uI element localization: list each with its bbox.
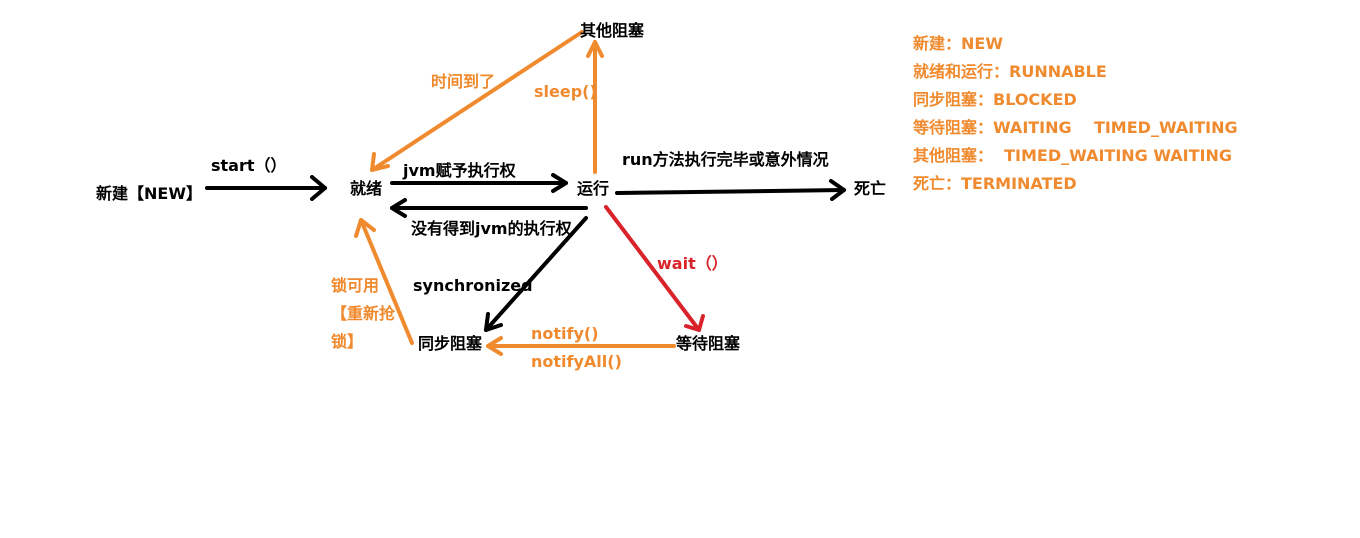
arrow-running-to-dead (615, 179, 846, 201)
arrow-ready-to-running (390, 173, 568, 193)
legend-item-waiting: 等待阻塞：WAITING TIMED_WAITING (913, 118, 1238, 137)
edge-label-start: start（） (211, 156, 287, 175)
arrow-other-blocked-to-ready (370, 30, 584, 172)
arrow-running-to-other-blocked (586, 40, 604, 174)
edge-label-lock-available-1: 锁可用 (331, 276, 380, 295)
node-new: 新建【NEW】 (96, 184, 202, 203)
edge-label-wait: wait（） (657, 254, 728, 273)
edge-label-lock-available-3: 锁】 (331, 332, 364, 351)
state-legend: 新建：NEW 就绪和运行：RUNNABLE 同步阻塞：BLOCKED 等待阻塞：… (913, 30, 1238, 198)
legend-item-timed-waiting: 其他阻塞： TIMED_WAITING WAITING (913, 146, 1233, 165)
legend-item-new: 新建：NEW (913, 34, 1003, 53)
node-dead: 死亡 (854, 179, 887, 198)
edge-label-time-up: 时间到了 (431, 72, 496, 91)
edge-label-synchronized: synchronized (413, 276, 533, 295)
edge-label-lock-available-2: 【重新抢 (331, 304, 396, 323)
edge-label-no-jvm: 没有得到jvm的执行权 (411, 219, 572, 238)
node-sync-blocked: 同步阻塞 (418, 334, 483, 353)
arrow-running-to-waiting-blocked (604, 205, 705, 332)
legend-item-terminated: 死亡：TERMINATED (913, 174, 1077, 193)
arrow-running-to-sync-blocked (484, 216, 588, 332)
node-running: 运行 (577, 179, 610, 198)
legend-item-runnable: 就绪和运行：RUNNABLE (913, 62, 1107, 81)
arrow-sync-blocked-to-ready (354, 218, 414, 345)
node-other-blocked: 其他阻塞 (580, 21, 645, 40)
edge-label-jvm-grant: jvm赋予执行权 (403, 161, 516, 180)
edge-label-notify: notify() (531, 324, 599, 343)
arrow-new-to-ready (205, 175, 327, 201)
arrow-waiting-to-sync-blocked (486, 336, 676, 356)
edge-label-sleep: sleep() (534, 82, 597, 101)
edge-label-notify-all: notifyAll() (531, 352, 622, 371)
edge-label-run-done: run方法执行完毕或意外情况 (622, 150, 829, 169)
node-ready: 就绪 (350, 179, 383, 198)
node-waiting-blocked: 等待阻塞 (676, 334, 741, 353)
arrow-running-to-ready (390, 198, 588, 218)
legend-item-blocked: 同步阻塞：BLOCKED (913, 90, 1077, 109)
